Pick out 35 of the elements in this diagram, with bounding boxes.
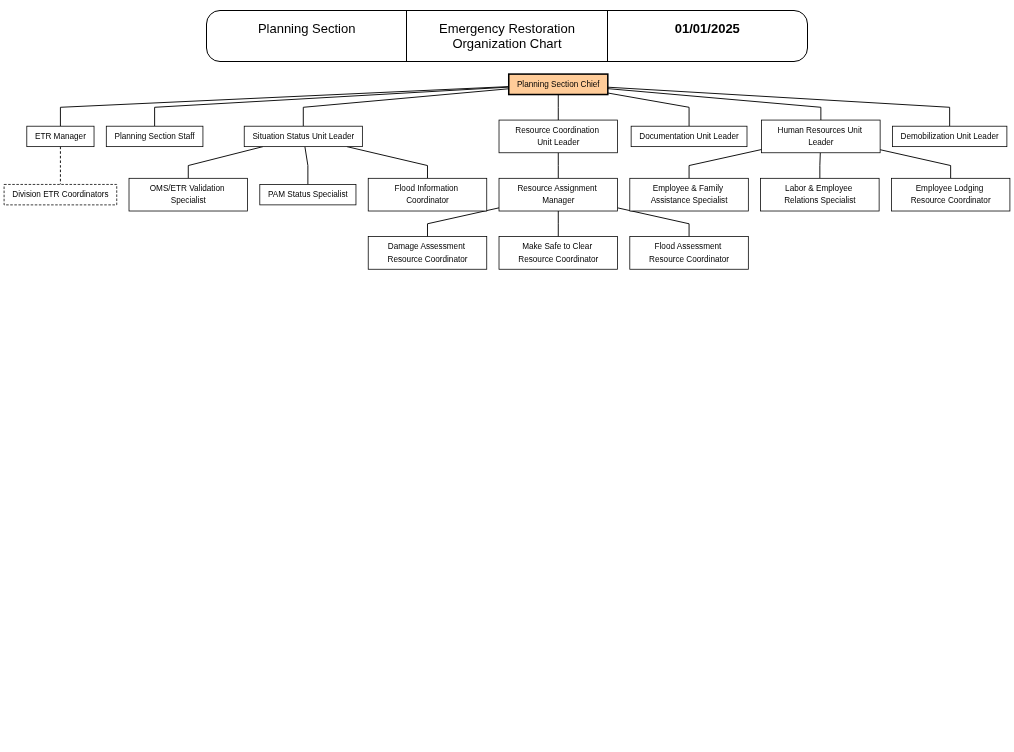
connector [59,146,61,185]
node-box: Situation Status Unit Leader [243,125,363,147]
node-box: PAM Status Specialist [259,184,357,206]
node-box: Flood Information Coordinator [367,177,488,212]
connector [607,88,822,121]
connector [617,207,690,237]
connector [557,152,559,179]
node-box: Documentation Unit Leader [630,125,748,147]
connector [819,152,821,179]
connector [607,86,951,127]
node-box: Employee Lodging Resource Coordinator [891,177,1011,212]
node-box: Planning Section Chief [508,73,609,96]
node-box: Make Safe to Clear Resource Coordinator [498,236,618,270]
node-box: Demobilization Unit Leader [892,125,1008,147]
connector [557,210,559,237]
connector [304,146,309,185]
connector [688,149,763,179]
header-cell: Emergency Restoration Organization Chart [406,11,607,61]
node-box: Employee & Family Assistance Specialist [629,177,749,212]
connector [607,92,690,127]
node-box: Resource Assignment Manager [498,177,618,212]
connector [557,94,559,121]
connector [427,207,500,237]
node-box: Damage Assessment Resource Coordinator [367,236,488,270]
node-box: ETR Manager [26,125,95,147]
node-box: Resource Coordination Unit Leader [498,119,618,154]
header-cell-text: Planning Section [256,20,357,38]
node-box: Flood Assessment Resource Coordinator [629,236,749,270]
connector [879,149,952,179]
header-cell: 01/01/2025 [606,11,807,61]
node-box: OMS/ETR Validation Specialist [128,177,248,212]
node-box: Planning Section Staff [105,125,204,147]
node-box: Labor & Employee Relations Specialist [760,177,880,212]
node-box: Division ETR Coordinators [3,184,118,206]
node-box: Human Resources Unit Leader [761,119,881,154]
